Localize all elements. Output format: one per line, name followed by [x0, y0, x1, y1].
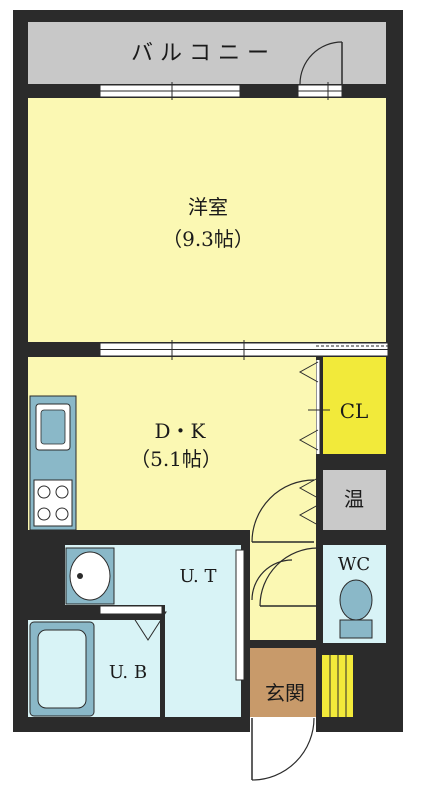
sliding-door-room-divider	[99, 340, 389, 360]
door-swing-icon	[251, 717, 315, 781]
bath-label: U. B	[109, 662, 147, 683]
washbasin-icon	[65, 547, 115, 605]
heater-folding-door-icon	[298, 477, 319, 526]
door-swing-icon	[299, 41, 343, 85]
western-room-area	[28, 98, 386, 342]
balcony-label: バ ル コ ニ ー	[131, 41, 269, 66]
utility-area-lower	[165, 605, 241, 717]
bathtub-icon	[29, 621, 95, 717]
stove-icon	[33, 479, 73, 527]
water-heater-label: 温	[344, 487, 364, 511]
closet-area	[323, 357, 386, 454]
balcony-door-window	[297, 82, 343, 100]
dk-size: （5.1帖）	[130, 447, 222, 471]
balcony-area	[28, 22, 386, 84]
door-swing-icon	[235, 549, 293, 681]
toilet-label: WC	[338, 554, 370, 575]
entrance-label: 玄関	[265, 681, 305, 705]
dk-label: D・K	[155, 419, 207, 443]
dk-passage	[250, 470, 316, 540]
closet-label: CL	[340, 399, 369, 423]
entrance-outside	[250, 717, 316, 732]
closet-folding-door-icon	[298, 360, 330, 454]
kitchen-counter	[29, 395, 77, 531]
western-room-label: 洋室	[188, 195, 228, 219]
western-room-size: （9.3帖）	[162, 227, 254, 251]
door-swing-icon	[259, 547, 319, 607]
door-swing-icon	[251, 479, 315, 543]
toilet-icon	[339, 579, 373, 639]
water-heater-area	[323, 470, 386, 530]
bath-sliding-door	[99, 605, 163, 615]
entrance-area	[250, 648, 316, 717]
hallway-area	[250, 540, 316, 640]
shoe-rack	[322, 655, 353, 717]
utility-label: U. T	[180, 566, 217, 587]
sliding-window-icon	[99, 82, 241, 100]
